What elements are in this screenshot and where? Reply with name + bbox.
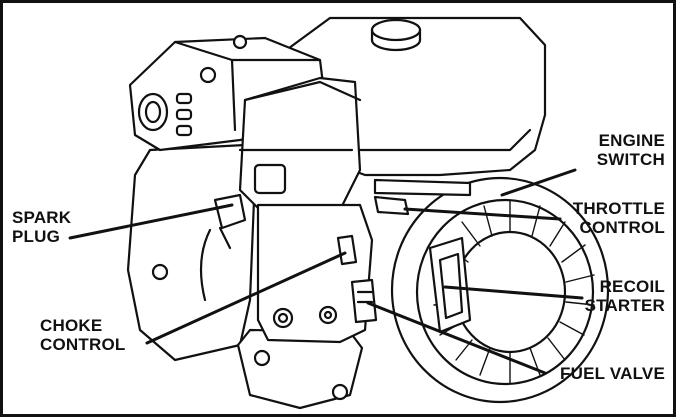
leader-spark-plug — [68, 203, 234, 240]
leader-fuel-valve — [366, 301, 547, 375]
label-choke-control: CHOKE CONTROL — [40, 316, 126, 354]
spark-plug-boot — [213, 193, 247, 230]
label-recoil-starter: RECOIL STARTER — [584, 277, 665, 315]
label-spark-plug: SPARK PLUG — [12, 208, 72, 246]
leader-throttle-control — [403, 207, 562, 221]
leader-choke-control — [145, 251, 347, 345]
leader-recoil-starter — [443, 285, 584, 300]
choke-lever — [336, 234, 358, 266]
label-throttle-control: THROTTLE CONTROL — [572, 199, 665, 237]
engine-switch-plate — [373, 178, 472, 197]
label-engine-switch: ENGINE SWITCH — [596, 131, 665, 169]
leader-engine-switch — [500, 168, 577, 197]
throttle-lever — [373, 195, 410, 216]
label-fuel-valve: FUEL VALVE — [560, 364, 665, 383]
